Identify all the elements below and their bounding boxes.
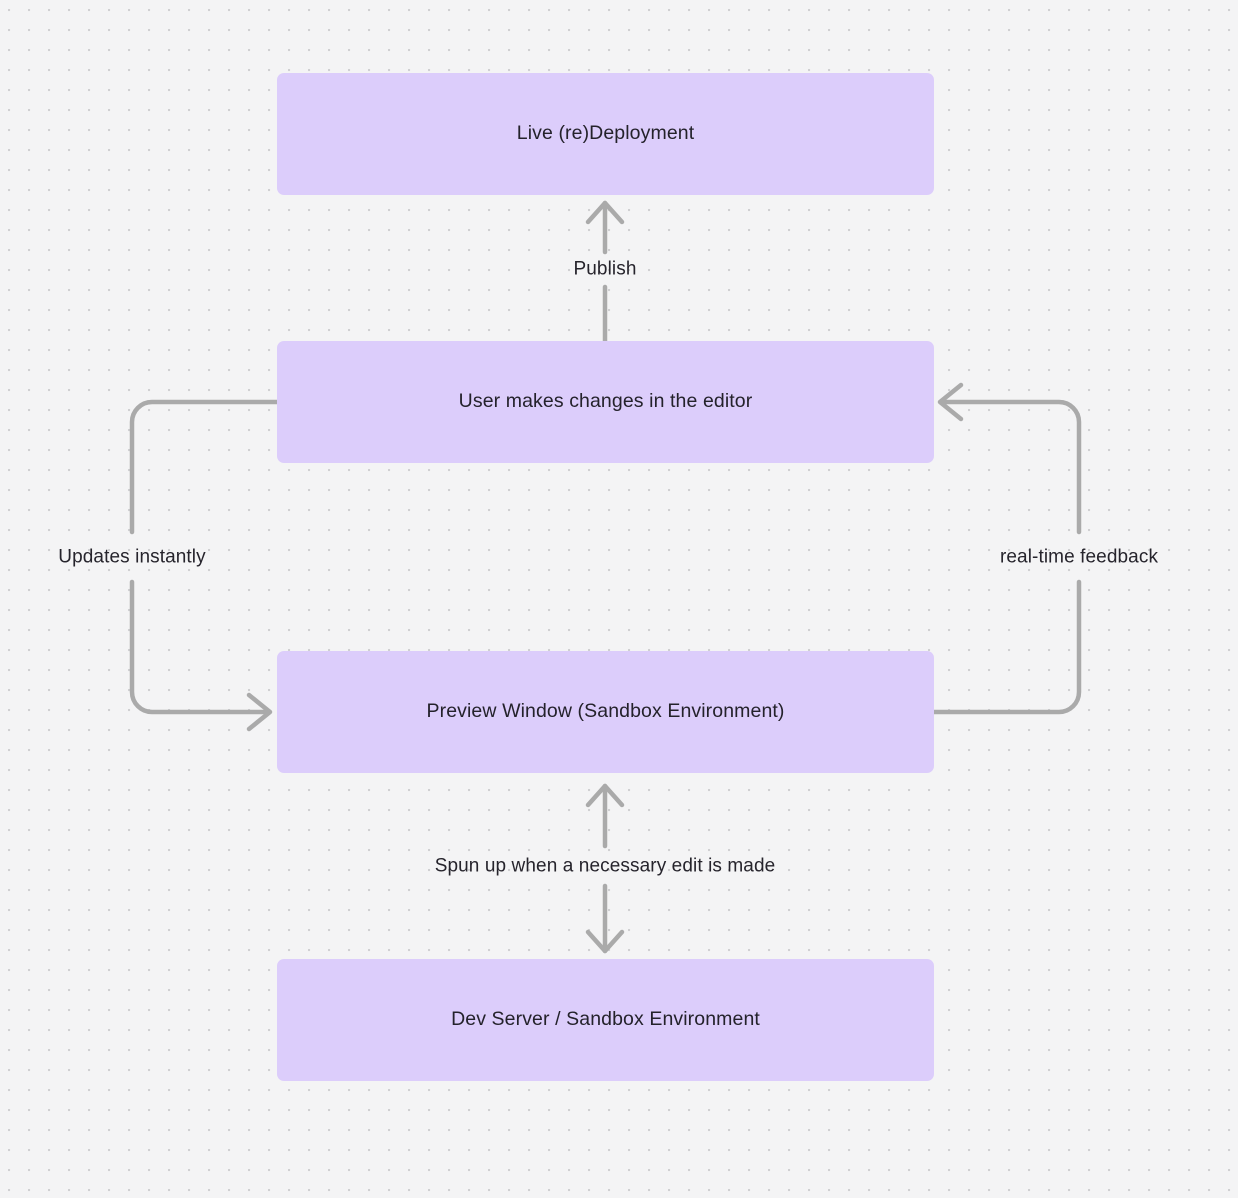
edge-label-updates-instantly: Updates instantly bbox=[58, 546, 206, 568]
node-label: Preview Window (Sandbox Environment) bbox=[426, 700, 785, 723]
node-preview-window[interactable]: Preview Window (Sandbox Environment) bbox=[277, 651, 934, 773]
node-dev-server[interactable]: Dev Server / Sandbox Environment bbox=[277, 959, 934, 1081]
node-label: User makes changes in the editor bbox=[458, 390, 753, 413]
node-label: Dev Server / Sandbox Environment bbox=[451, 1008, 760, 1031]
node-live-deployment[interactable]: Live (re)Deployment bbox=[277, 73, 934, 195]
node-label: Live (re)Deployment bbox=[516, 122, 695, 145]
edge-label-spun-up: Spun up when a necessary edit is made bbox=[434, 855, 776, 877]
edge-label-publish: Publish bbox=[573, 258, 637, 280]
node-user-edits[interactable]: User makes changes in the editor bbox=[277, 341, 934, 463]
edge-label-real-time-feedback: real-time feedback bbox=[999, 546, 1159, 568]
